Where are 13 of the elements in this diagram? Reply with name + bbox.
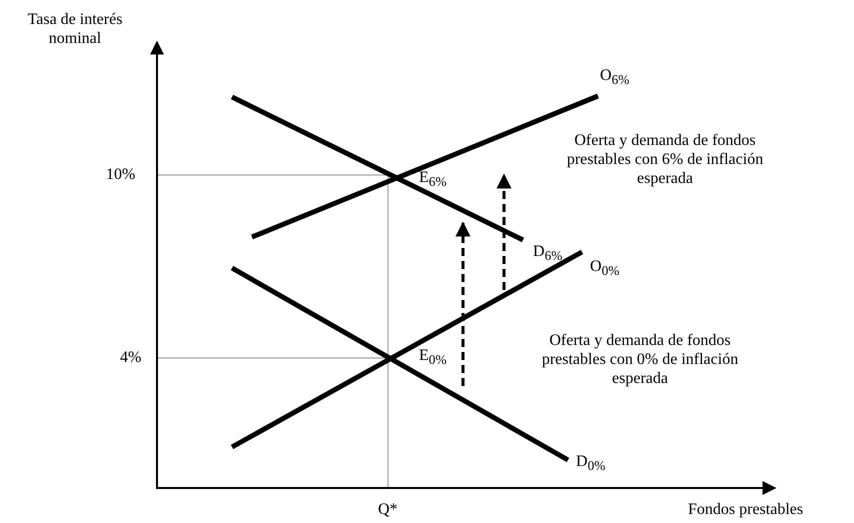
note-text: Oferta y demanda de fondos prestables con 6% de inflación esperada <box>566 131 764 188</box>
curve-label: O$_{0%}$ <box>590 257 620 280</box>
curve-label: D$_{0%}$ <box>576 452 606 476</box>
point-label: E$_{0%}$ <box>419 346 447 370</box>
curve-label: O$_{6%}$ <box>600 66 630 90</box>
axis-title: Fondos prestables <box>688 500 804 519</box>
axis-title: Tasa de interés nominal <box>26 10 124 48</box>
curve-label: D$_{6%}$ <box>533 242 562 266</box>
tick-label: 10% <box>106 165 136 184</box>
point-label: E$_{6%}$ <box>419 168 447 192</box>
note-text: Oferta y demanda de fondos prestables con 0% de inflación esperada <box>540 331 740 388</box>
tick-label: 4% <box>120 348 142 367</box>
tick-label: Q* <box>378 500 398 519</box>
